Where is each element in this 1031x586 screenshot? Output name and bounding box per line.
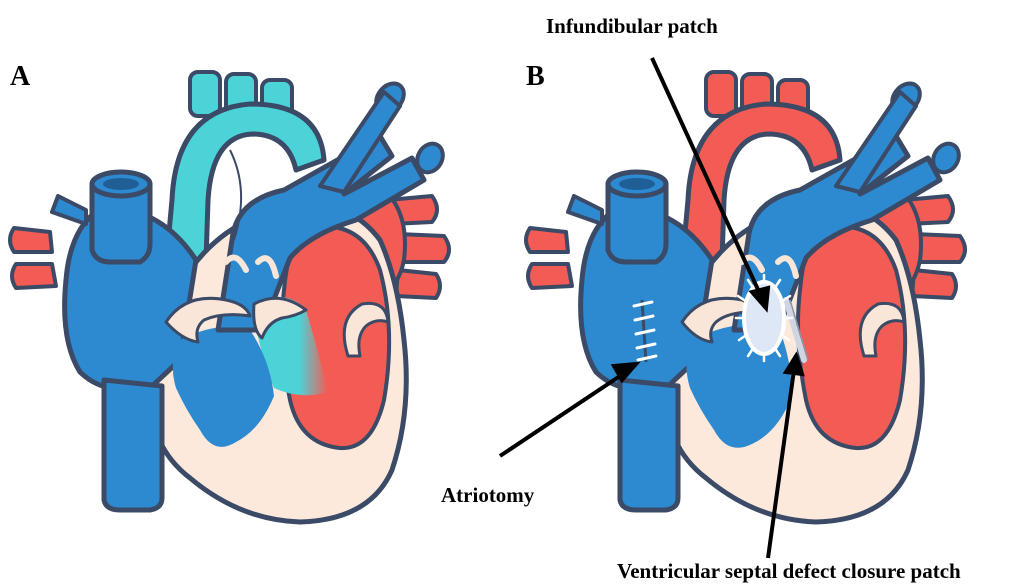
panel-a-label: A [10, 61, 31, 92]
atriotomy-label: Atriotomy [441, 483, 535, 507]
panel-a: A [10, 61, 449, 522]
panel-b: B [441, 14, 965, 583]
panel-b-label: B [526, 61, 545, 92]
atriotomy-arrow [500, 372, 626, 456]
vsd-closure-patch-label: Ventricular septal defect closure patch [617, 559, 961, 583]
infundibular-patch-label: Infundibular patch [546, 14, 718, 38]
